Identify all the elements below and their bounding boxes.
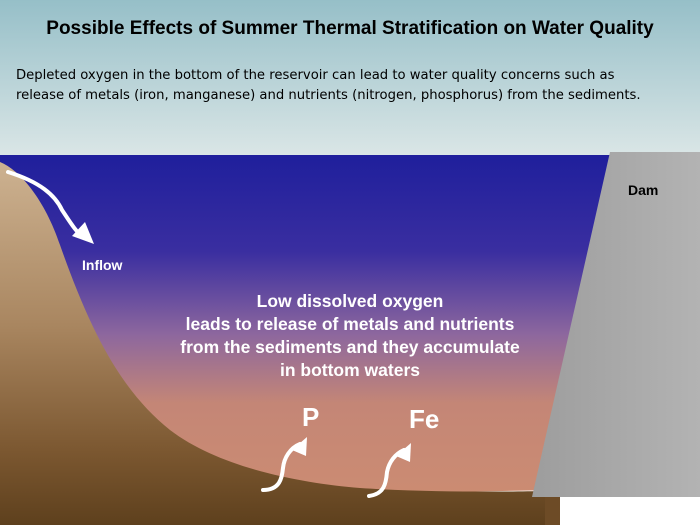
subtitle-line-2: release of metals (iron, manganese) and …	[16, 88, 641, 103]
subtitle-line-1: Depleted oxygen in the bottom of the res…	[16, 68, 615, 83]
page-title: Possible Effects of Summer Thermal Strat…	[46, 18, 654, 39]
left-bank	[0, 162, 545, 525]
center-line-1: Low dissolved oxygen	[256, 291, 444, 311]
center-line-3: from the sediments and they accumulate	[180, 337, 520, 357]
sky-background	[0, 0, 700, 160]
center-line-2: leads to release of metals and nutrients	[185, 314, 515, 334]
inflow-label: Inflow	[82, 257, 123, 273]
inflow-arrow	[6, 170, 94, 244]
dam-label: Dam	[628, 182, 659, 198]
iron-release-arrow	[367, 443, 411, 498]
phosphorus-release-arrow	[261, 437, 307, 492]
dam	[532, 152, 700, 497]
center-line-4: in bottom waters	[279, 360, 420, 380]
reservoir-water	[0, 155, 612, 500]
subtitle: Depleted oxygen in the bottom of the res…	[16, 66, 696, 106]
phosphorus-label: P	[302, 402, 320, 432]
iron-label: Fe	[409, 404, 440, 434]
center-explanation: Low dissolved oxygen leads to release of…	[120, 290, 580, 382]
